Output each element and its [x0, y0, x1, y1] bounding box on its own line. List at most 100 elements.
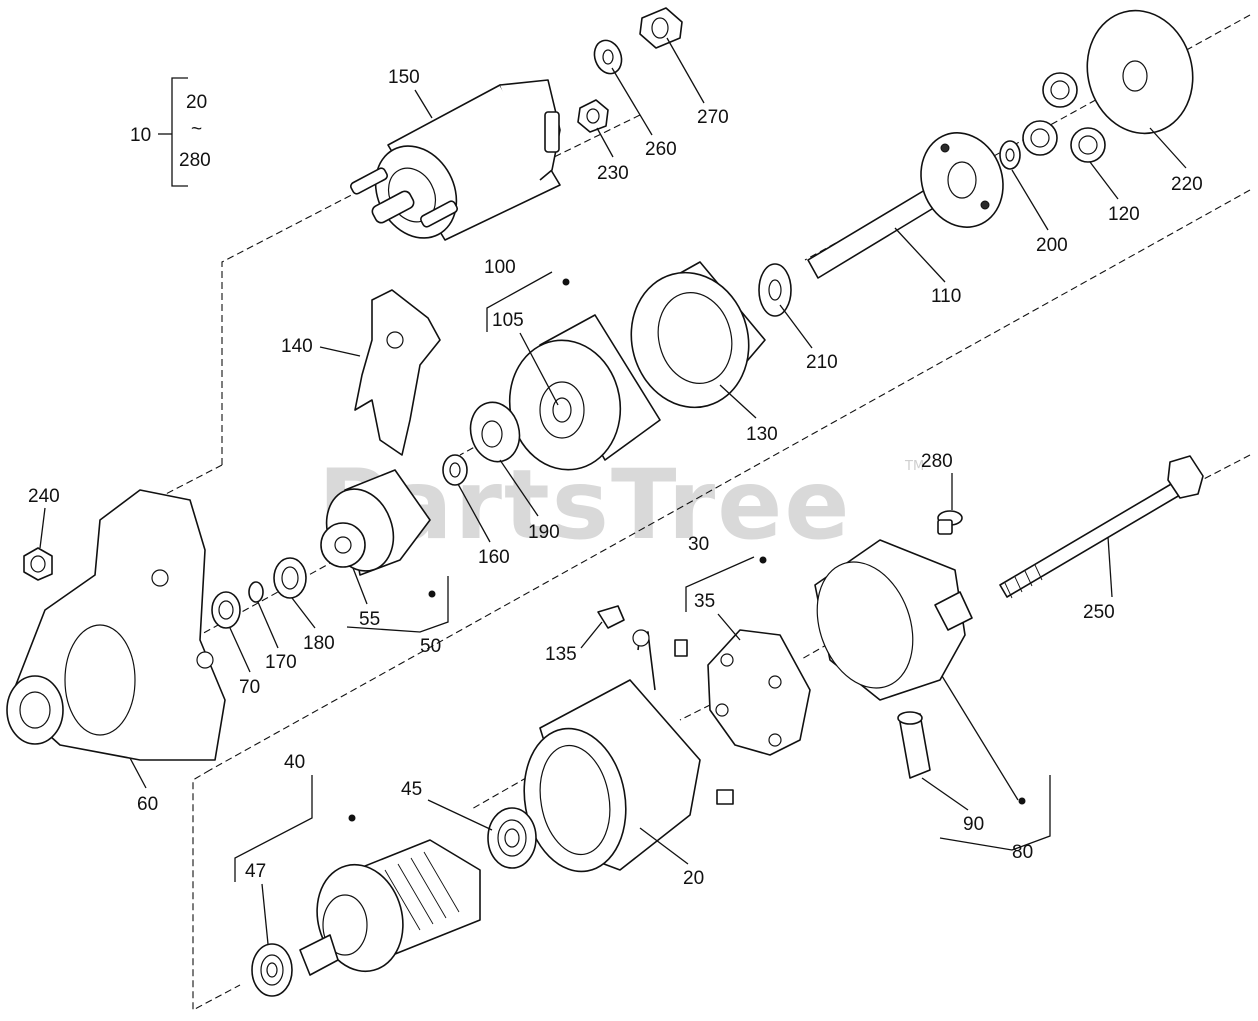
callout-105: 105: [492, 310, 559, 406]
callout-30-label: 30: [688, 534, 709, 555]
plug-part-90: [897, 711, 931, 779]
washer-part-190: [469, 401, 521, 463]
watermark-tm: TM: [904, 459, 924, 474]
callout-200: 200: [1011, 169, 1068, 256]
callout-30: 30: [685, 534, 767, 612]
callout-170: 170: [257, 601, 297, 673]
callout-270: 270: [666, 37, 729, 128]
group-tilde: ~: [191, 119, 202, 140]
callout-47-label: 47: [245, 861, 266, 882]
brush-holder-part-35: [707, 629, 811, 756]
bushing-part-70: [211, 591, 241, 629]
callout-130-label: 130: [746, 424, 778, 445]
callout-90: 90: [921, 777, 984, 835]
callout-210-label: 210: [806, 352, 838, 373]
group-top-label: 20: [186, 92, 207, 113]
callout-80-label: 80: [1012, 842, 1033, 863]
callouts: 150 270 260 230 220 120 200 110: [28, 37, 1203, 945]
callout-40: 40: [234, 752, 356, 882]
callout-230-label: 230: [597, 163, 629, 184]
clutch-part-105: [508, 314, 661, 471]
callout-20-label: 20: [683, 868, 704, 889]
callout-110: 110: [894, 227, 961, 307]
yoke-part-20: [523, 629, 734, 873]
callout-60-label: 60: [137, 794, 158, 815]
callout-230: 230: [596, 127, 629, 184]
callout-130: 130: [719, 384, 778, 445]
washer-part-200: [999, 140, 1021, 170]
callout-50: 50: [346, 576, 449, 657]
callout-200-label: 200: [1036, 235, 1068, 256]
nut-part-240: [23, 547, 53, 581]
shift-lever-part-140: [354, 289, 441, 456]
callout-140: 140: [281, 336, 361, 357]
plate-part-220: [1086, 9, 1194, 135]
shaft-part-110: [807, 132, 1004, 279]
callout-100: 100: [484, 257, 570, 332]
bearing-part-45: [487, 807, 537, 869]
washer-part-260: [593, 39, 623, 75]
callout-135-label: 135: [545, 644, 577, 665]
callout-35-label: 35: [694, 591, 715, 612]
rear-end-frame-part-80: [814, 539, 973, 701]
callout-180-label: 180: [303, 633, 335, 654]
callout-150: 150: [388, 67, 433, 119]
callout-260: 260: [611, 67, 677, 160]
callout-160-label: 160: [478, 547, 510, 568]
marker-dot-80: [1018, 797, 1026, 805]
callout-80: 80: [939, 675, 1051, 863]
callout-240-label: 240: [28, 486, 60, 507]
washer-part-210: [758, 263, 792, 317]
marker-dot-30: [759, 556, 767, 564]
solenoid-part-150: [350, 79, 561, 241]
callout-120-label: 120: [1108, 204, 1140, 225]
callout-260-label: 260: [645, 139, 677, 160]
callout-140-label: 140: [281, 336, 313, 357]
callout-190-label: 190: [528, 522, 560, 543]
nut-part-270: [639, 7, 683, 49]
callout-220-label: 220: [1171, 174, 1203, 195]
callout-280: 280: [921, 451, 953, 510]
through-bolt-part-250: [999, 455, 1204, 599]
bearing-part-47: [251, 943, 293, 997]
ring-part-180: [273, 557, 307, 599]
callout-40-label: 40: [284, 752, 305, 773]
callout-240: 240: [28, 486, 60, 549]
callout-70-label: 70: [239, 677, 260, 698]
callout-220: 220: [1149, 127, 1203, 195]
screw-part-280: [937, 510, 963, 535]
callout-110-label: 110: [931, 286, 961, 307]
snap-ring-part-170: [248, 581, 264, 603]
callout-55: 55: [352, 567, 380, 630]
callout-135: 135: [545, 621, 603, 665]
marker-dot-100: [562, 278, 570, 286]
callout-20: 20: [639, 827, 704, 889]
clip-part-160: [442, 454, 468, 486]
callout-90-label: 90: [963, 814, 984, 835]
nut-part-230: [577, 99, 609, 133]
marker-dot-50: [428, 590, 436, 598]
callout-250-label: 250: [1083, 602, 1115, 623]
group-label-10: 10: [130, 125, 151, 146]
callout-270-label: 270: [697, 107, 729, 128]
callout-60: 60: [129, 757, 158, 815]
front-housing-part-60: [6, 489, 226, 761]
clip-part-135: [597, 605, 625, 629]
callout-50-label: 50: [420, 636, 441, 657]
callout-210: 210: [779, 304, 838, 373]
marker-dot-40: [348, 814, 356, 822]
callout-250: 250: [1083, 536, 1115, 623]
group-bottom-label: 280: [179, 150, 211, 171]
callout-120: 120: [1089, 161, 1140, 225]
armature-part-40: [299, 839, 481, 976]
callout-150-label: 150: [388, 67, 420, 88]
planet-gears-part-120: [1022, 72, 1106, 163]
callout-170-label: 170: [265, 652, 297, 673]
callout-70: 70: [229, 627, 260, 698]
callout-280-label: 280: [921, 451, 953, 472]
callout-45: 45: [401, 779, 493, 831]
callout-55-label: 55: [359, 609, 380, 630]
group-bracket-10: 20 ~ 280 10: [130, 77, 211, 187]
callout-190: 190: [499, 459, 560, 543]
